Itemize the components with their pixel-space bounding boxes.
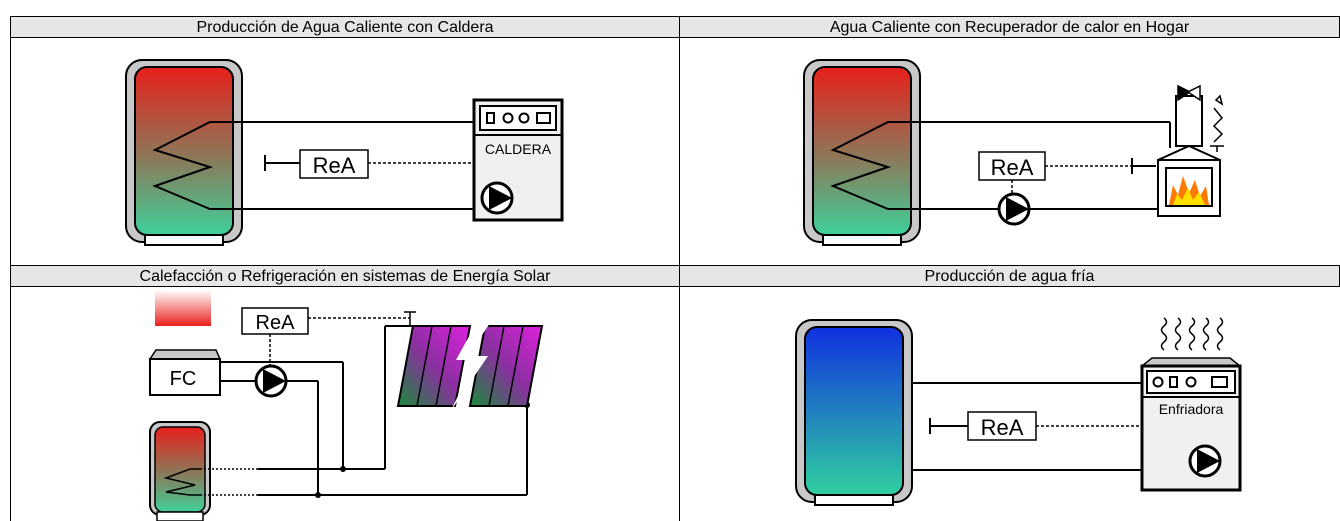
controller-label: ReA bbox=[256, 312, 296, 334]
storage-tank-hot bbox=[803, 59, 921, 246]
panel-boiler: ReA CALDERA bbox=[125, 59, 564, 246]
panel-fireplace: ReA bbox=[803, 59, 1224, 246]
panel-cold-water: ReA Enfriadora bbox=[795, 317, 1243, 506]
boiler-label: CALDERA bbox=[485, 141, 552, 157]
heat-exchanger-coil bbox=[152, 121, 474, 210]
pump-icon bbox=[480, 181, 514, 215]
chiller-unit: Enfriadora bbox=[1139, 357, 1243, 492]
panel-title-boiler: Producción de Agua Caliente con Caldera bbox=[10, 16, 680, 38]
controller-label: ReA bbox=[981, 415, 1024, 440]
controller-box bbox=[241, 307, 309, 335]
pump-icon bbox=[254, 364, 288, 398]
storage-tank-hot bbox=[125, 59, 243, 246]
chiller-label: Enfriadora bbox=[1159, 401, 1224, 417]
heat-exchanger-coil bbox=[163, 468, 200, 496]
source-label: FC bbox=[170, 368, 197, 390]
flame-icon bbox=[1169, 176, 1209, 205]
heat-exchanger-coil bbox=[830, 121, 1170, 210]
storage-tank-small bbox=[149, 421, 211, 521]
pump-icon bbox=[997, 192, 1031, 226]
solar-collector bbox=[396, 320, 544, 412]
fireplace-unit bbox=[1157, 84, 1224, 217]
controller-box bbox=[299, 149, 369, 179]
controller-box bbox=[978, 151, 1046, 181]
break-mark bbox=[450, 320, 492, 412]
panel-title-fireplace: Agua Caliente con Recuperador de calor e… bbox=[679, 16, 1340, 38]
panel-borders bbox=[10, 38, 680, 521]
heat-source-fc: FC bbox=[148, 349, 222, 396]
panel-title-solar: Calefacción o Refrigeración en sistemas … bbox=[10, 265, 680, 287]
controller-label: ReA bbox=[313, 153, 356, 178]
cooling-waves bbox=[1160, 317, 1224, 351]
storage-tank-cold bbox=[795, 319, 913, 506]
pump-icon bbox=[1188, 444, 1222, 478]
heat-glow bbox=[155, 290, 211, 326]
controller-box bbox=[967, 411, 1037, 441]
panel-title-cold-water: Producción de agua fría bbox=[679, 265, 1340, 287]
boiler-unit: CALDERA bbox=[472, 98, 564, 222]
panel-solar: FC ReA bbox=[148, 290, 544, 521]
controller-label: ReA bbox=[991, 155, 1034, 180]
